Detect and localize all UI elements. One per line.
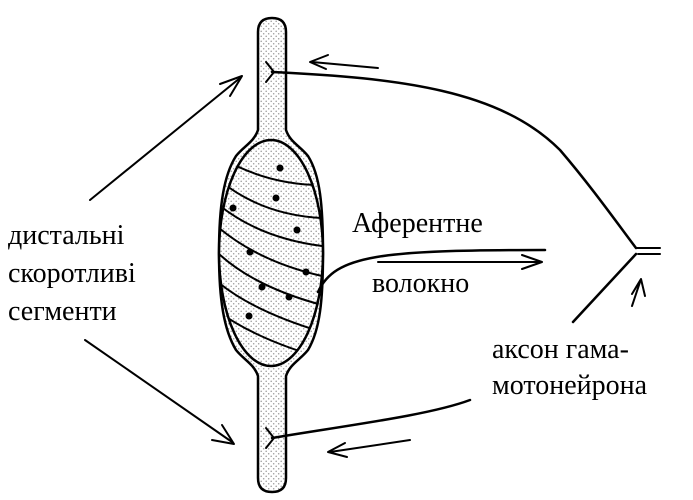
label-distal-line3: сегменти [8, 296, 117, 327]
label-afferent-line1: Аферентне [352, 208, 483, 239]
arrow-lower-axon [327, 439, 411, 458]
label-afferent-line2: волокно [372, 268, 470, 299]
label-gamma-line2: мотонейрона [492, 370, 648, 401]
label-gamma-line1: аксон гама- [492, 334, 629, 365]
arrow-upper-axon [309, 54, 379, 70]
endplate-upper [265, 61, 275, 83]
arrow-gamma-up [631, 278, 646, 307]
gamma-axon-ending-lower [270, 398, 472, 440]
afferent-arrow [377, 254, 543, 270]
nuclei [229, 164, 310, 320]
pointer-arrow-lower [84, 339, 235, 445]
gamma-axon-lower [571, 252, 638, 324]
label-distal-line1: дистальні [8, 220, 125, 251]
nuclear-bag-outline [217, 138, 325, 368]
afferent-fiber [316, 248, 547, 294]
endplate-lower [265, 427, 275, 449]
gamma-axon-stub [635, 247, 661, 255]
pointer-arrow-upper [89, 75, 243, 201]
label-distal-line2: скоротливі [8, 258, 136, 289]
gamma-axon-upper [270, 70, 638, 250]
